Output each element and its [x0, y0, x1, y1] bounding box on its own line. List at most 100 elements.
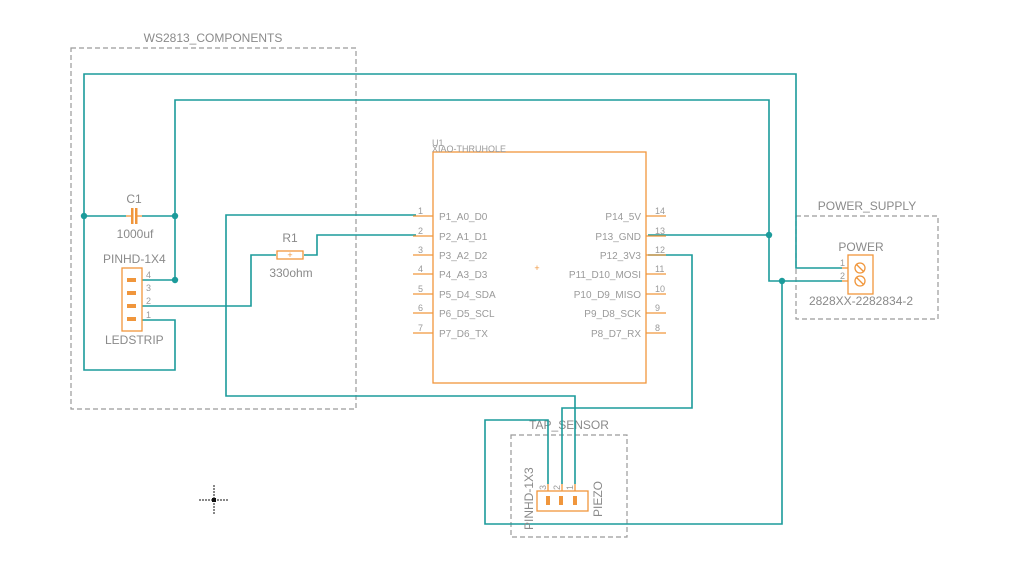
pin-name: P5_D4_SDA [439, 290, 496, 301]
pin-number: 3 [538, 485, 548, 490]
connector-name: POWER [838, 240, 884, 254]
mcu-pin[interactable]: 1 P1_A0_D0 [413, 206, 488, 223]
pin-number: 1 [146, 310, 151, 320]
connector-body [847, 254, 874, 295]
group-title: POWER_SUPPLY [818, 199, 916, 213]
group-frame [510, 434, 628, 538]
group-frame [70, 47, 357, 410]
pin-number: 14 [655, 206, 665, 216]
mcu-pin[interactable]: 11 P11_D10_MOSI [569, 264, 666, 281]
group-power-supply[interactable]: POWER_SUPPLY [795, 199, 939, 320]
junction-dot [171, 212, 179, 220]
mcu-pin[interactable]: 14 P14_5V [605, 206, 666, 223]
pin-number: 9 [655, 303, 660, 313]
group-tap-sensor[interactable]: TAP_SENSOR [510, 418, 628, 538]
ledstrip-header[interactable]: 4 3 2 1 PINHD-1X4 LEDSTRIP [103, 252, 166, 347]
net-piezo-gnd[interactable] [484, 281, 783, 525]
pin-number: 11 [655, 264, 664, 274]
net-piezo-d0[interactable] [225, 214, 576, 484]
header-pin-pad [546, 496, 550, 505]
mcu-package: XIAO-THRUHOLE [432, 144, 506, 154]
pin-name: P7_D6_TX [439, 329, 488, 340]
header-name: PIEZO [591, 481, 605, 517]
screw-slot [855, 276, 865, 286]
pin-number: 3 [418, 245, 423, 255]
piezo-header[interactable]: 3 2 1 PINHD-1X3 PIEZO [522, 467, 605, 530]
group-frame [795, 215, 939, 320]
mcu-pin[interactable]: 4 P4_A3_D3 [413, 264, 488, 281]
header-pin-pad [127, 278, 136, 282]
pin-name: P3_A2_D2 [439, 251, 488, 262]
screw-terminal-icon [854, 275, 866, 287]
screw-terminal-icon [854, 262, 866, 274]
resistor-body [276, 250, 304, 260]
mcu-pin[interactable]: 3 P3_A2_D2 [413, 245, 488, 262]
pin-name: P4_A3_D3 [439, 270, 488, 281]
net-5v[interactable] [83, 73, 842, 269]
power-connector[interactable]: POWER 1 2 2828XX-2282834-2 [809, 240, 913, 308]
pin-number: 5 [418, 284, 423, 294]
net-gnd[interactable] [142, 99, 842, 282]
mcu-pin[interactable]: 9 P9_D8_SCK [584, 303, 666, 320]
pin-number: 4 [146, 270, 151, 280]
resistor-value: 330ohm [269, 266, 312, 280]
pin-number: 3 [146, 283, 151, 293]
mcu-pin[interactable]: 8 P8_D7_RX [591, 323, 666, 340]
mcu-body [432, 151, 647, 384]
mcu-pin[interactable]: 5 P5_D4_SDA [413, 284, 496, 301]
net-piezo-3v3[interactable] [561, 254, 693, 484]
header-package: PINHD-1X4 [103, 252, 166, 266]
pin-number: 8 [655, 323, 660, 333]
mcu-ref: U1 [432, 138, 444, 148]
pin-number: 12 [655, 245, 665, 255]
mcu-pin[interactable]: 12 P12_3V3 [600, 245, 666, 262]
pin-number: 10 [655, 284, 665, 294]
pin-number: 7 [418, 323, 423, 333]
net-ledstrip-pin1[interactable] [83, 216, 176, 371]
capacitor-plate [131, 208, 134, 224]
pin-name: P8_D7_RX [591, 329, 641, 340]
pin-number: 2 [418, 226, 423, 236]
pin-name: P1_A0_D0 [439, 212, 488, 223]
pin-number: 2 [840, 271, 845, 281]
capacitor-c1[interactable]: C1 1000uf [117, 192, 154, 241]
mcu-pin[interactable]: 6 P6_D5_SCL [413, 303, 495, 320]
header-pin-pad [127, 317, 136, 321]
origin-mark-icon: + [287, 250, 292, 260]
header-name: LEDSTRIP [105, 333, 164, 347]
pin-number: 4 [418, 264, 423, 274]
mcu-pin[interactable]: 7 P7_D6_TX [413, 323, 488, 340]
screw-slot [855, 263, 865, 273]
pin-name: P2_A1_D1 [439, 232, 488, 243]
mcu-pin[interactable]: 2 P2_A1_D1 [413, 226, 488, 243]
pin-name: P6_D5_SCL [439, 309, 495, 320]
capacitor-ref: C1 [126, 192, 142, 206]
capacitor-value: 1000uf [117, 227, 154, 241]
pin-number: 6 [418, 303, 423, 313]
pin-number: 2 [146, 296, 151, 306]
group-ws2813-components[interactable]: WS2813_COMPONENTS [70, 31, 357, 410]
header-pin-pad [573, 496, 577, 505]
pin-number: 2 [552, 485, 562, 490]
junction-dot [765, 231, 773, 239]
mcu-u1[interactable]: U1 XIAO-THRUHOLE + 1 P1_A0_D0 2 P2_A1_D1… [413, 138, 666, 384]
net-r1-d1[interactable] [304, 234, 416, 256]
pin-number: 13 [655, 226, 665, 236]
connector-part-number: 2828XX-2282834-2 [809, 294, 913, 308]
pin-name: P13_GND [595, 232, 641, 243]
header-pin-pad [559, 496, 563, 505]
origin-mark-icon: + [534, 263, 539, 273]
resistor-ref: R1 [282, 231, 298, 245]
resistor-r1[interactable]: + R1 330ohm [269, 231, 312, 280]
header-package: PINHD-1X3 [522, 467, 536, 530]
junction-dot [171, 276, 179, 284]
junction-dot [778, 277, 786, 285]
net-ledstrip-data[interactable] [142, 254, 276, 307]
group-title: TAP_SENSOR [529, 418, 609, 432]
pin-name: P9_D8_SCK [584, 309, 641, 320]
mcu-pin[interactable]: 13 P13_GND [595, 226, 666, 243]
mcu-pin[interactable]: 10 P10_D9_MISO [574, 284, 666, 301]
group-title: WS2813_COMPONENTS [144, 31, 283, 45]
pin-name: P11_D10_MOSI [569, 270, 641, 281]
